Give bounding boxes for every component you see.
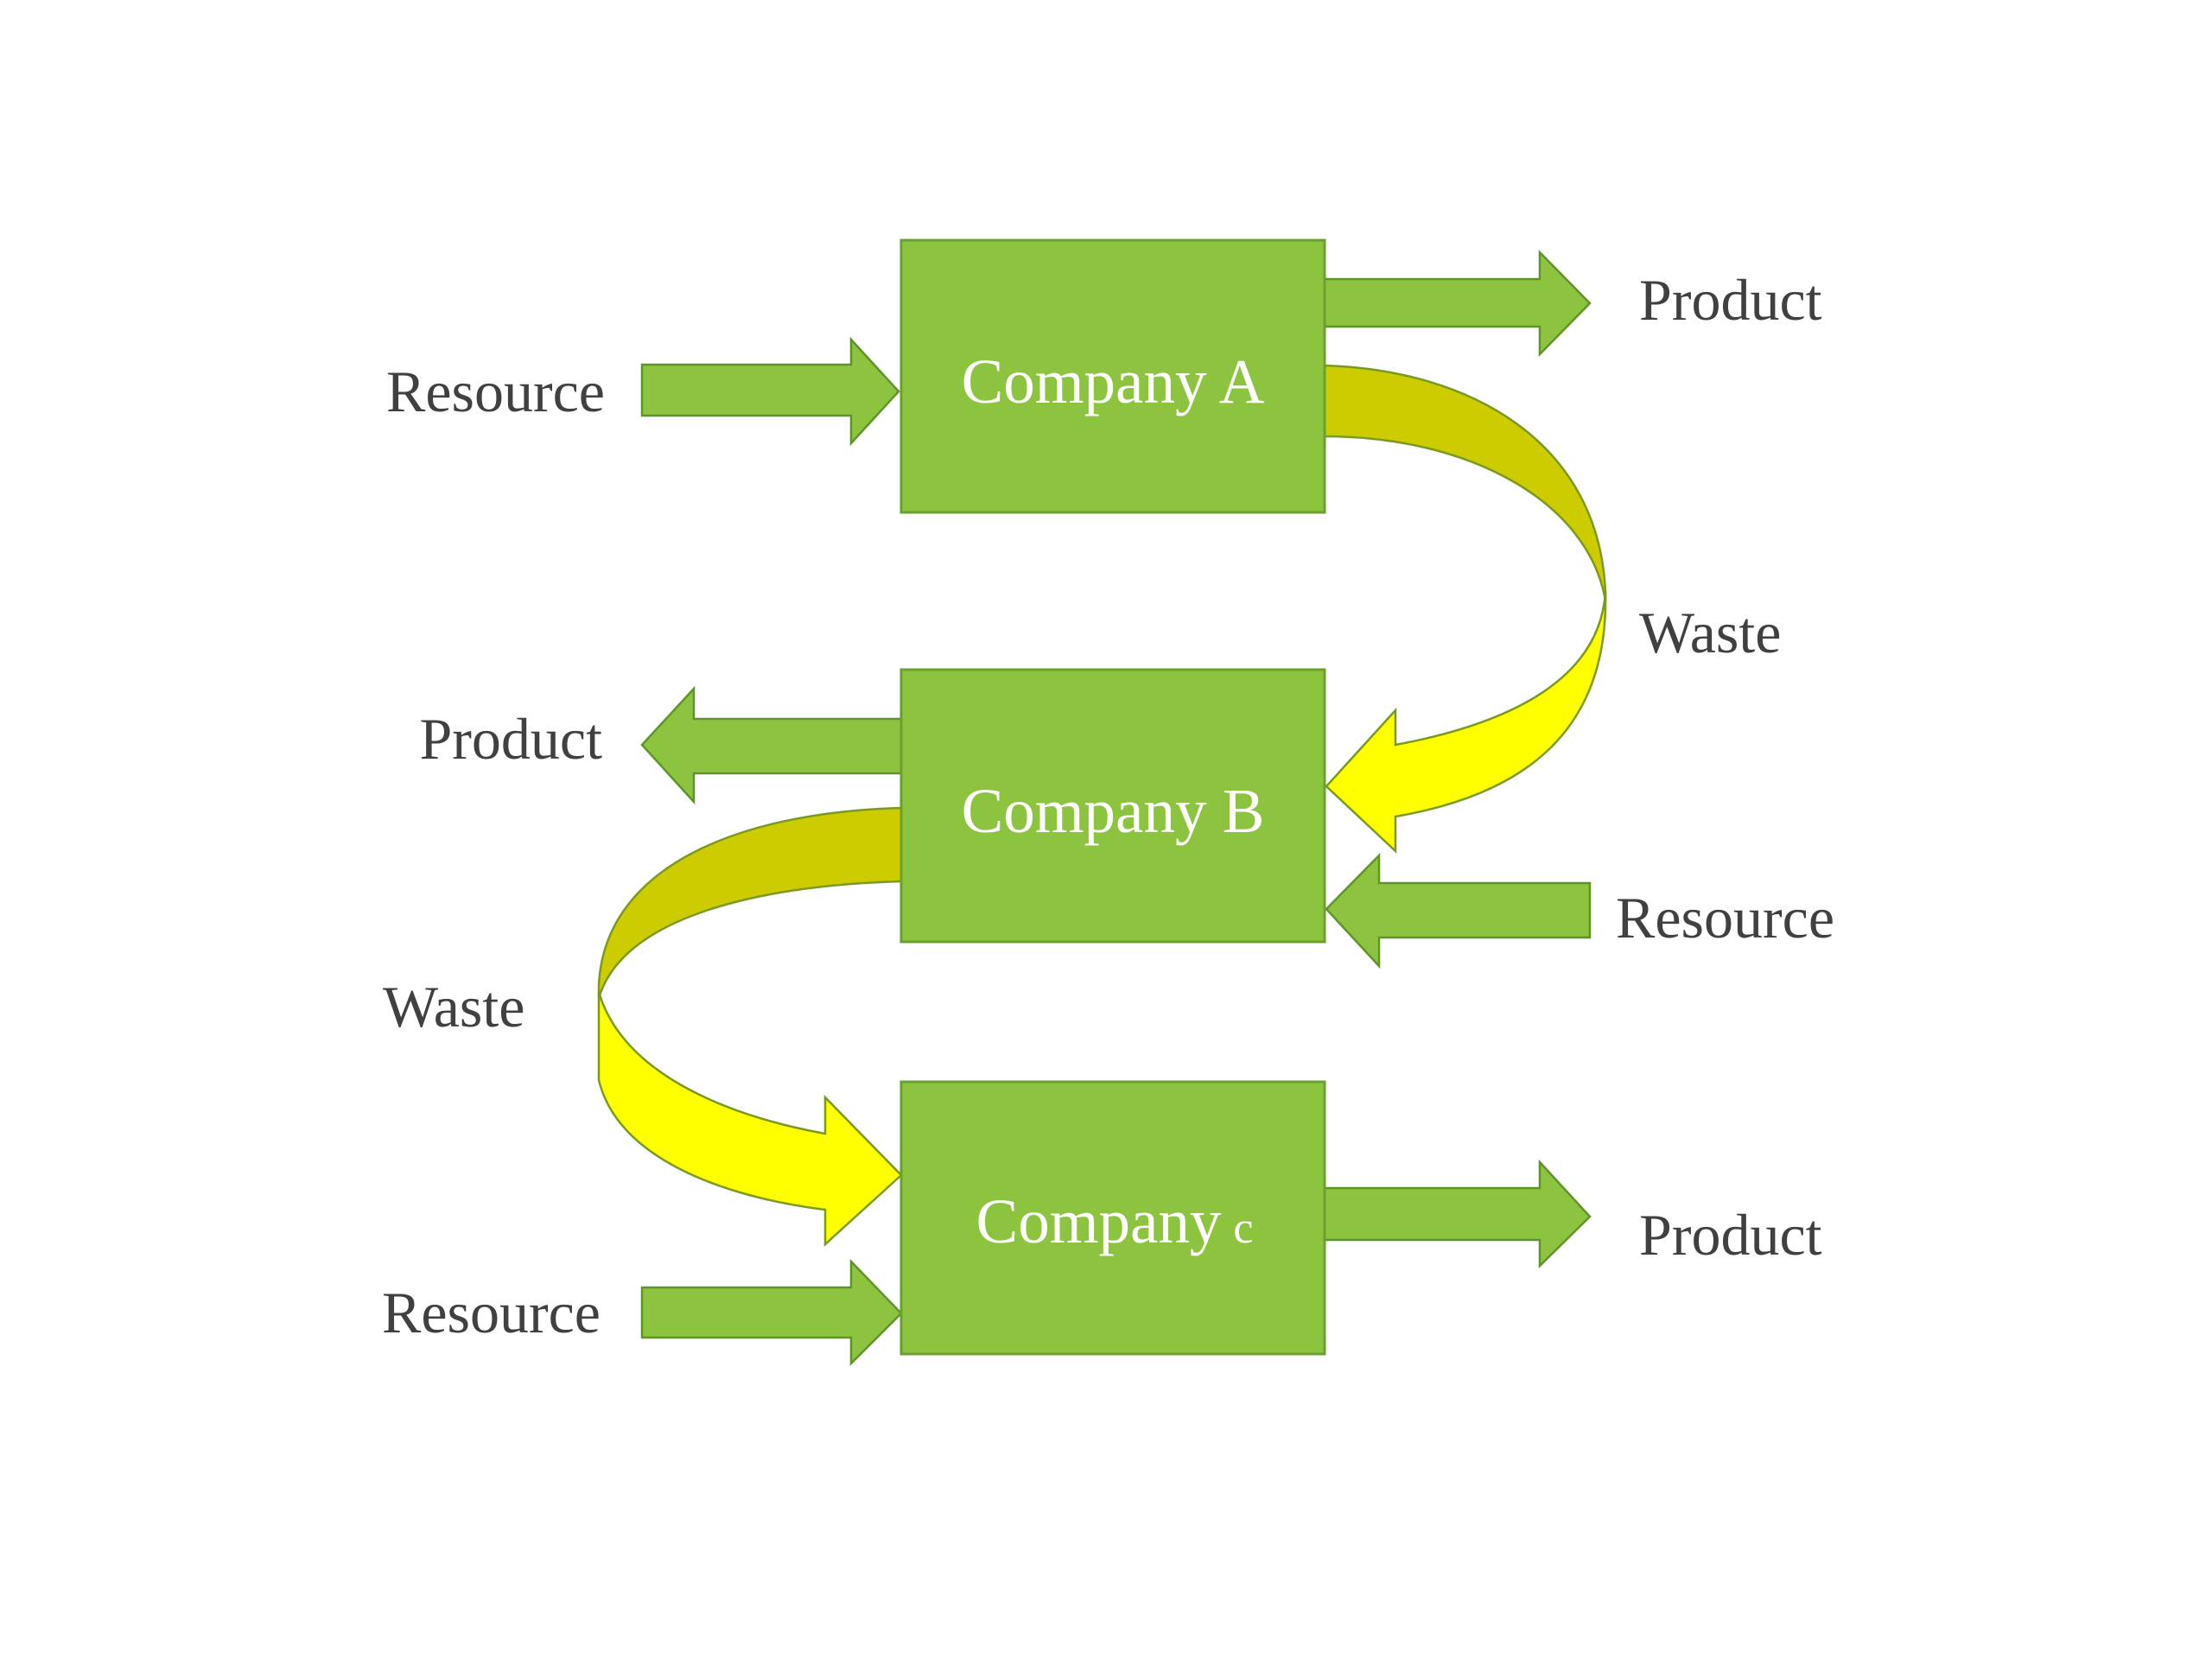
resource-label-b: Resource: [1616, 885, 1834, 950]
company-b-name: Company B: [962, 776, 1265, 846]
resource-arrow-a: [640, 336, 900, 447]
waste-arrow-top-a-b: [1323, 364, 1607, 601]
resource-label-c: Resource: [382, 1280, 601, 1345]
waste-arrow-top-b-c: [597, 806, 903, 999]
product-label-b: Product: [419, 706, 602, 772]
company-b-box: [899, 668, 1326, 944]
waste-arrow-bottom-a-b: [1325, 591, 1607, 854]
company-c-box: [899, 1080, 1326, 1356]
company-a-name: Company A: [962, 346, 1265, 416]
product-arrow-a: [1323, 249, 1592, 358]
company-a-box: [899, 238, 1326, 514]
waste-arrow-bottom-b-c: [597, 991, 903, 1247]
resource-label-a: Resource: [386, 359, 605, 424]
company-c-name-main: Company: [976, 1186, 1222, 1256]
resource-arrow-b: [1325, 852, 1592, 969]
product-label-c: Product: [1639, 1202, 1822, 1268]
waste-label-a-b: Waste: [1639, 600, 1781, 665]
waste-label-b-c: Waste: [383, 974, 524, 1039]
resource-arrow-c: [640, 1258, 903, 1367]
product-arrow-b: [640, 685, 903, 805]
product-arrow-c: [1323, 1159, 1592, 1268]
product-label-a: Product: [1639, 267, 1822, 333]
company-c-name-suffix: c: [1233, 1204, 1253, 1253]
